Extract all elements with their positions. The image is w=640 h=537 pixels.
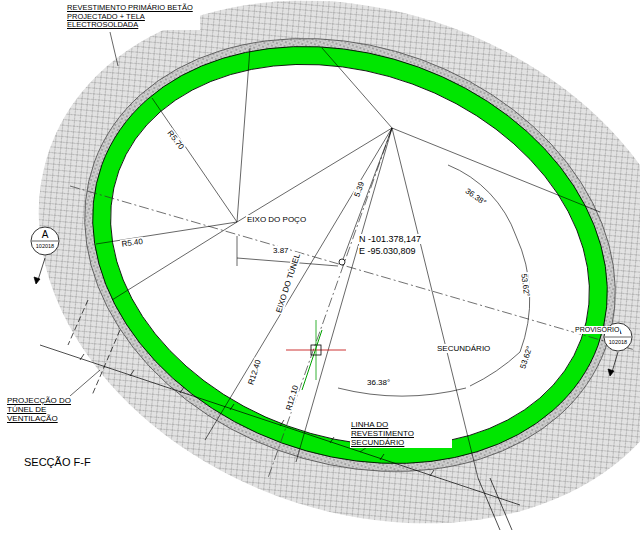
drawing-annotation: PROJECÇÃO DO TÚNEL DE VENTILAÇÃO [6, 396, 100, 424]
sheet-number: 102018 [30, 244, 60, 250]
drawing-annotation: 3.87 [272, 246, 290, 255]
sheet-number: 102018 [603, 340, 633, 346]
drawing-annotation: PROVISÓRIO [574, 326, 620, 334]
drawing-annotation: N -101.378,147 [358, 234, 422, 244]
leader-lines [70, 32, 380, 452]
section-arrows [34, 258, 618, 376]
shaft-interior [57, 0, 640, 510]
drawing-annotation: LINHA DO REVESTIMENTO SECUNDÁRIO [350, 420, 452, 448]
radius-lines [96, 48, 600, 478]
section-letter: A [30, 230, 60, 240]
drawing-annotation: EIXO DO POÇO [246, 215, 307, 224]
cross-marker [286, 320, 346, 380]
drawing-annotation: REVESTIMENTO PRIMÁRIO BETÃO PROJECTADO +… [66, 4, 200, 30]
secondary-lining [34, 0, 640, 533]
section-marker: A 102018 [30, 226, 60, 256]
well-axis [70, 186, 635, 350]
primary-lining [23, 0, 640, 537]
ventilation-tunnel-projection [40, 300, 520, 530]
drawing-annotation: SECUNDÁRIO [436, 344, 491, 353]
angle-arcs [338, 165, 530, 396]
drawing-annotation: 36.38° [366, 378, 391, 387]
coordinate-point [339, 259, 345, 265]
drawing-annotation: E -95.030,809 [358, 246, 417, 256]
section-title: SECÇÃO F-F [22, 456, 93, 468]
